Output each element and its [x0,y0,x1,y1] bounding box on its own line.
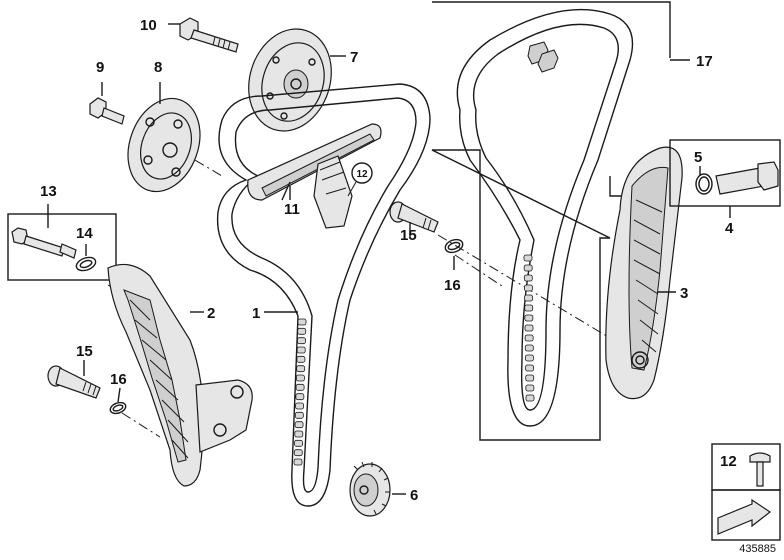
chain-link [524,284,533,292]
bolt-15-lower [47,365,127,415]
callout-8: 8 [154,59,162,76]
callout-15-middle: 15 [400,227,417,244]
chain-link [525,354,534,362]
callout-7: 7 [350,49,358,66]
chain-link [294,430,304,438]
callout-12-box: 12 [720,453,737,470]
timing-chain-1 [216,83,431,507]
callout-15-lower: 15 [76,343,93,360]
chain-link [294,421,304,429]
chain-link [296,355,306,363]
chain-link [524,304,534,312]
camshaft-sprocket-7 [248,28,332,132]
chain-link [523,254,533,262]
chain-link [524,324,534,332]
chain-links-1 [293,318,307,466]
box-17 [431,1,671,441]
chain-link [295,402,305,410]
callout-1: 1 [252,305,260,322]
callout-13: 13 [40,183,57,200]
callout-2: 2 [207,305,215,322]
chain-link [293,458,303,466]
chain-link [295,393,305,401]
chain-link [294,439,303,447]
chain-link [295,374,305,382]
callout-3: 3 [680,285,688,302]
chain-link [295,383,305,391]
callout-12-circle-label: 12 [356,169,368,180]
chain-link [297,327,307,335]
tensioner-rail-3 [605,146,683,400]
callout-9: 9 [96,59,104,76]
chain-links-17 [523,254,535,402]
bolt-9 [89,97,125,125]
chain-link [525,374,535,382]
chain-link [293,449,303,457]
leader-lines [47,23,731,495]
chain-link [524,334,534,342]
bolt-10 [179,17,239,53]
callout-10: 10 [140,17,157,34]
box-4 [669,139,781,207]
chain-link [523,264,533,272]
callout-16-middle: 16 [444,277,461,294]
chain-link [524,314,534,322]
chain-link [296,365,306,373]
callout-16-lower: 16 [110,371,127,388]
callout-4: 4 [725,220,734,237]
callout-6: 6 [410,487,418,504]
chain-link [525,364,534,372]
callout-5: 5 [694,149,702,166]
crank-sprocket-6 [349,461,391,517]
callout-17: 17 [696,53,713,70]
reference-number: 435885 [739,543,776,555]
chain-link [294,411,304,419]
chain-link [523,274,533,282]
chain-link [525,394,535,402]
chain-link [296,346,306,354]
guide-rail-11 [247,123,382,229]
chain-link [297,318,307,326]
box-13 [7,213,117,281]
box-12 [711,443,781,541]
callout-circle-12: 12 [347,162,373,197]
sprocket-8 [127,97,201,193]
chain-link [524,294,533,302]
callout-14: 14 [76,225,93,242]
chain-link [525,384,535,392]
callout-11: 11 [284,201,300,218]
guide-rail-2 [107,263,253,487]
callout-labels: 10 7 9 8 13 14 11 2 1 15 16 6 15 16 17 3… [40,17,737,504]
chain-link [297,337,306,345]
bolt-15-middle [389,201,464,254]
chain-link [524,344,534,352]
